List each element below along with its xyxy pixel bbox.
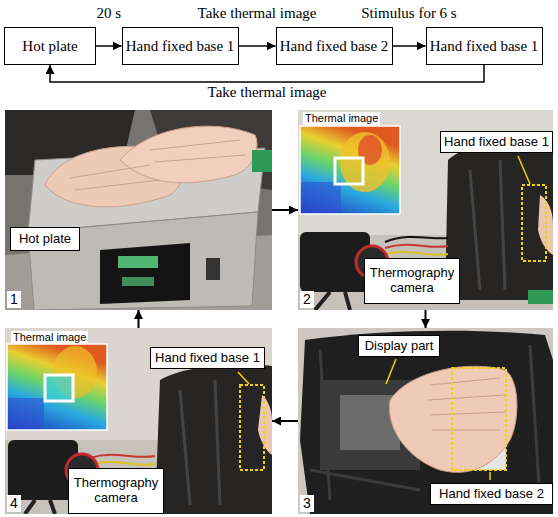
node-label: Hot plate: [22, 38, 77, 55]
thermography-photo-before: [470, 160, 505, 290]
hot-plate-photo: [120, 126, 257, 183]
thermography-photo-before: [301, 182, 341, 213]
callout-box: Thermography camera: [364, 258, 460, 304]
stimulus-photo: [300, 331, 553, 514]
thermography-photo-before: [385, 245, 448, 248]
thermography-photo-before: [298, 110, 553, 310]
thermography-photo-after: [5, 328, 272, 514]
edge-label: Stimulus for 6 s: [359, 5, 458, 22]
node-label: Hand fixed base 1: [126, 38, 235, 55]
callout-box: Display part: [358, 335, 440, 357]
flow-arrow: [138, 310, 140, 328]
callout-box: Thermography camera: [68, 468, 164, 514]
process-box: Hand fixed base 2: [276, 27, 393, 65]
thermography-photo-after: [90, 462, 155, 465]
thermography-photo-after: [180, 380, 220, 505]
thermography-photo-after: [5, 328, 272, 514]
flow-arrow: [96, 45, 122, 47]
callout-number: 3: [300, 495, 314, 512]
thermography-photo-before: [445, 138, 553, 300]
callout-number: 1: [7, 291, 21, 308]
thermography-photo-before: [528, 290, 553, 304]
thermography-photo-after: [238, 372, 249, 384]
edge-label: 20 s: [94, 5, 123, 22]
node-label: Hand fixed base 2: [439, 487, 544, 502]
node-label: Hot plate: [19, 232, 71, 247]
callout-box: Hand fixed base 1: [440, 131, 553, 153]
stimulus-photo: [310, 345, 540, 500]
hot-plate-photo: [252, 150, 272, 172]
node-label: Hand fixed base 1: [444, 135, 549, 150]
flow-arrow: [272, 420, 298, 422]
hot-plate-photo: [100, 243, 190, 304]
stimulus-photo: [298, 328, 553, 514]
hot-plate-photo: [118, 256, 158, 268]
thermography-photo-after: [8, 398, 44, 429]
node-label: Display part: [365, 339, 434, 354]
stimulus-photo: [386, 359, 396, 384]
thermography-photo-after: [240, 385, 264, 470]
node-label: Thermography camera: [72, 476, 160, 505]
hot-plate-photo: [5, 110, 272, 310]
thermography-photo-after: [155, 364, 272, 514]
callout-box: Hand fixed base 1: [150, 347, 265, 369]
thermography-photo-before: [385, 237, 448, 242]
stimulus-photo: [389, 366, 517, 472]
edge-label: Take thermal image: [206, 84, 329, 101]
thermography-photo-before: [300, 126, 400, 214]
hot-plate-photo: [206, 258, 220, 280]
photo-panel: 1 Hot plate: [5, 110, 272, 310]
photo-panel: 2 Hand fixed base 1 Thermography camera: [298, 110, 553, 310]
edge-label: Take thermal image: [196, 5, 319, 22]
node-label: Hand fixed base 2: [280, 38, 389, 55]
thermography-photo-after: [45, 375, 73, 401]
stimulus-photo: [452, 368, 506, 470]
thermography-photo-before: [518, 156, 530, 184]
callout-box: Hand fixed base 2: [430, 483, 553, 505]
thermography-photo-before: [315, 292, 350, 310]
thermography-photo-before: [522, 185, 546, 261]
photo-panel: 4 Hand fixed base 1 Thermography camera: [5, 328, 272, 514]
flow-arrow: [425, 310, 427, 328]
node-label: Hand fixed base 1: [155, 351, 260, 366]
hot-plate-photo: [122, 277, 154, 286]
image-label: Thermal image: [11, 331, 88, 344]
callout-number: 4: [7, 495, 21, 512]
thermography-photo-before: [385, 252, 448, 255]
photo-panel: 3 Display partHand fixed base 2: [298, 328, 553, 514]
thermography-photo-after: [25, 500, 55, 514]
stimulus-photo: [428, 378, 505, 430]
node-label: Thermography camera: [368, 266, 456, 295]
node-label: Hand fixed base 1: [430, 38, 539, 55]
hot-plate-photo: [5, 110, 272, 310]
thermography-photo-after: [90, 455, 155, 458]
process-box: Hand fixed base 1: [122, 27, 239, 65]
callout-number: 2: [300, 291, 314, 308]
flow-arrow: [239, 45, 276, 47]
process-box: Hot plate: [4, 27, 96, 65]
flow-arrow: [50, 65, 484, 82]
thermography-photo-after: [7, 344, 107, 430]
stimulus-photo: [298, 328, 553, 514]
image-label: Thermal image: [303, 112, 380, 125]
thermography-photo-before: [298, 110, 553, 310]
thermography-photo-before: [335, 158, 363, 184]
flow-arrow: [393, 45, 426, 47]
stimulus-photo: [489, 472, 491, 480]
process-box: Hand fixed base 1: [426, 27, 543, 65]
hot-plate-photo: [70, 140, 245, 190]
flow-arrow: [272, 209, 298, 211]
callout-box: Hot plate: [10, 227, 80, 251]
